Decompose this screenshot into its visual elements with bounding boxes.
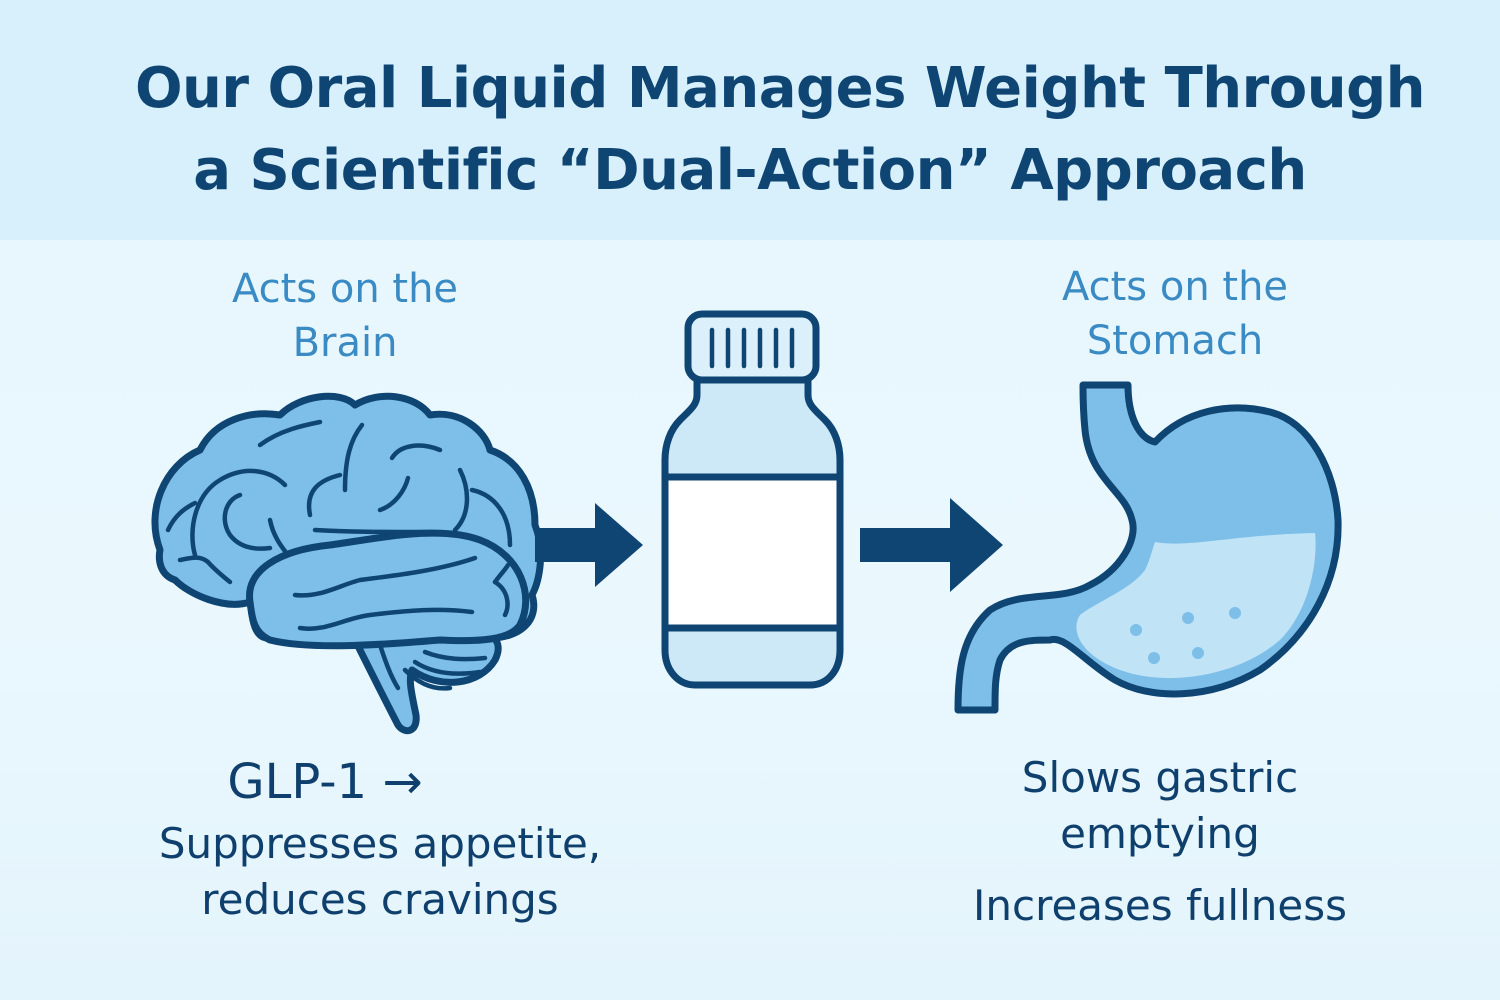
stomach-label-line-2: Stomach	[1086, 318, 1264, 364]
stomach-label-line-1: Acts on the	[1061, 264, 1289, 310]
brain-icon	[151, 392, 544, 735]
brain-label-line-2: Brain	[292, 320, 398, 366]
header-banner	[0, 0, 1500, 240]
stomach-effect-text: Slows gastric emptying Increases fullnes…	[930, 750, 1390, 934]
brain-label-line-1: Acts on the	[231, 266, 459, 312]
arrow-right-icon	[535, 503, 643, 587]
arrow-right-icon	[860, 498, 1003, 592]
bottle-icon	[661, 310, 844, 689]
glp1-mechanism: GLP-1 →	[227, 754, 423, 810]
title-line-2: a Scientific “Dual-Action” Approach	[193, 138, 1307, 203]
stomach-effect-line-3: Increases fullness	[973, 881, 1347, 930]
page-title: Our Oral Liquid Manages Weight Through a…	[0, 48, 1500, 212]
brain-label: Acts on the Brain	[190, 262, 500, 370]
stomach-label: Acts on the Stomach	[1020, 260, 1330, 368]
stomach-effect-line-2: emptying	[1060, 809, 1260, 858]
brain-effect-line-1: Suppresses appetite,	[158, 819, 602, 868]
brain-effect-line-2: reduces cravings	[201, 875, 559, 924]
stomach-icon	[954, 381, 1342, 714]
stomach-effect-line-1: Slows gastric	[1021, 753, 1299, 802]
title-line-1: Our Oral Liquid Manages Weight Through	[134, 56, 1426, 121]
brain-effect-text: GLP-1 → Suppresses appetite, reduces cra…	[130, 752, 630, 928]
